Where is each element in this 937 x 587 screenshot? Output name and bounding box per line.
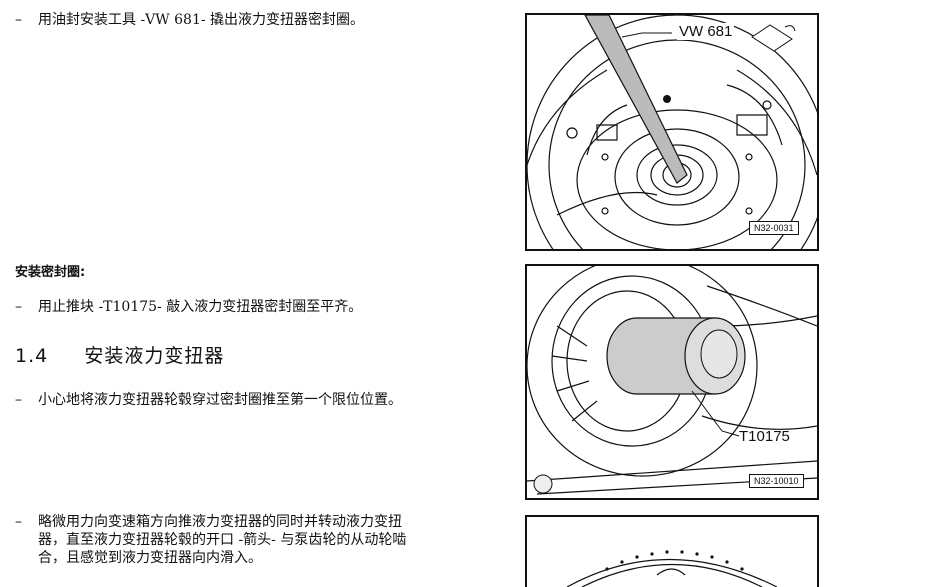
- bullet-step1: –: [15, 12, 22, 28]
- step1-text: 用油封安装工具 -VW 681- 撬出液力变扭器密封圈。: [38, 12, 365, 28]
- bullet-step4: –: [15, 514, 22, 530]
- bullet-step2: –: [15, 299, 22, 315]
- section-heading: 1.4 安装液力变扭器: [15, 347, 224, 366]
- seal-removal-illustration: [527, 15, 817, 249]
- figure-seal-removal: VW 681 N32-0031: [525, 13, 819, 251]
- step4-line1: 略微用力向变速箱方向推液力变扭器的同时并转动液力变扭: [38, 514, 402, 530]
- heading-title: 安装液力变扭器: [84, 345, 225, 367]
- section-label-install-seal: 安装密封圈:: [15, 265, 86, 280]
- figure-id-n32-10010: N32-10010: [749, 474, 804, 488]
- bullet-step3: –: [15, 392, 22, 408]
- step2-text: 用止推块 -T10175- 敲入液力变扭器密封圈至平齐。: [38, 299, 363, 315]
- heading-number: 1.4: [15, 345, 49, 367]
- seal-install-illustration: [527, 266, 817, 495]
- figure-id-n32-0031: N32-0031: [749, 221, 799, 235]
- figure-seal-install: T10175 N32-10010: [525, 264, 819, 500]
- step3-text: 小心地将液力变扭器轮毂穿过密封圈推至第一个限位位置。: [38, 392, 402, 408]
- step4-line2: 器，直至液力变扭器轮毂的开口 -箭头- 与泵齿轮的从动轮啮: [38, 532, 407, 548]
- tool-label-t10175: T10175: [739, 428, 790, 445]
- figure-converter-install-partial: [525, 515, 819, 587]
- step4-line3: 合，且感觉到液力变扭器向内滑入。: [38, 550, 262, 566]
- tool-label-vw681: VW 681: [677, 23, 735, 40]
